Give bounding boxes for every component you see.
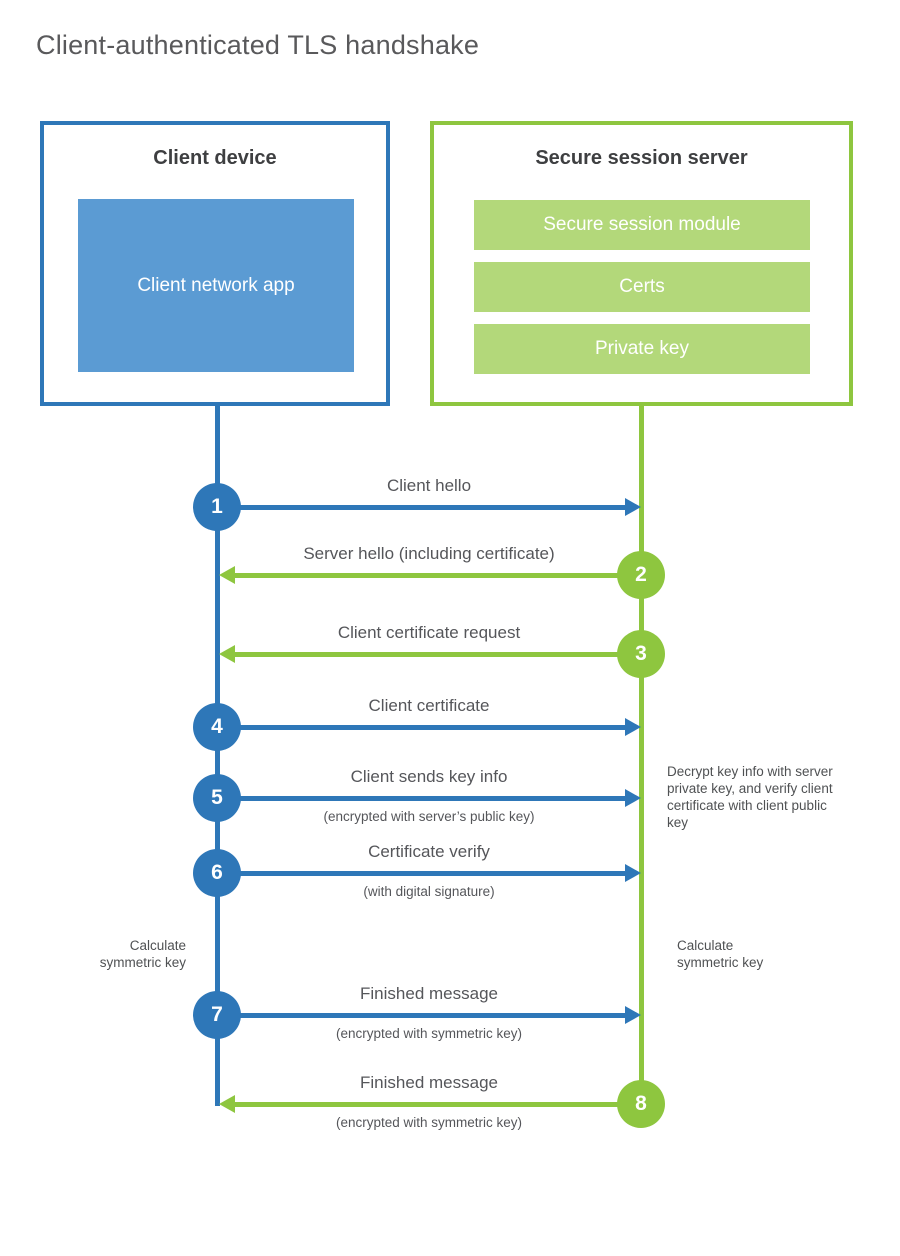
client-device-box: Client device Client network app xyxy=(40,121,390,406)
step-6-arrow xyxy=(240,871,625,876)
step-1-number-badge: 1 xyxy=(193,483,241,531)
step-8-sublabel: (encrypted with symmetric key) xyxy=(335,1115,523,1130)
step-8-label: Finished message xyxy=(360,1073,498,1092)
arrow-right-icon xyxy=(625,1006,641,1024)
step-6-label: Certificate verify xyxy=(368,842,490,861)
decrypt-key-note: Decrypt key info with server private key… xyxy=(667,764,833,830)
arrow-left-icon xyxy=(219,645,235,663)
step-5-sublabel: (encrypted with server’s public key) xyxy=(323,809,535,824)
step-3-number-badge: 3 xyxy=(617,630,665,678)
step-5-arrow xyxy=(240,796,625,801)
step-5-number-badge: 5 xyxy=(193,774,241,822)
arrow-right-icon xyxy=(625,864,641,882)
arrow-left-icon xyxy=(219,1095,235,1113)
arrow-right-icon xyxy=(625,718,641,736)
step-7-label: Finished message xyxy=(360,984,498,1003)
step-8-arrow xyxy=(235,1102,618,1107)
certs-box: Certs xyxy=(474,262,810,312)
client-device-title: Client device xyxy=(153,147,277,169)
client-network-app-box: Client network app xyxy=(78,199,354,372)
step-8-number-badge: 8 xyxy=(617,1080,665,1128)
step-3-arrow xyxy=(235,652,618,657)
step-3-label: Client certificate request xyxy=(337,623,521,642)
step-4-number-badge: 4 xyxy=(193,703,241,751)
step-2-arrow xyxy=(235,573,618,578)
step-4-label: Client certificate xyxy=(368,696,490,715)
calculate-symmetric-key-note-server: Calculate symmetric key xyxy=(677,938,764,970)
step-2-label: Server hello (including certificate) xyxy=(303,544,555,563)
step-7-arrow xyxy=(240,1013,625,1018)
step-7-sublabel: (encrypted with symmetric key) xyxy=(335,1026,523,1041)
secure-session-module-box: Secure session module xyxy=(474,200,810,250)
step-4-arrow xyxy=(240,725,625,730)
step-6-sublabel: (with digital signature) xyxy=(363,884,495,899)
calculate-symmetric-key-note-client: Calculate symmetric key xyxy=(99,938,186,970)
arrow-left-icon xyxy=(219,566,235,584)
client-lifeline xyxy=(215,406,220,1106)
step-6-number-badge: 6 xyxy=(193,849,241,897)
step-1-arrow xyxy=(240,505,625,510)
private-key-box: Private key xyxy=(474,324,810,374)
arrow-right-icon xyxy=(625,789,641,807)
step-5-label: Client sends key info xyxy=(350,767,508,786)
step-7-number-badge: 7 xyxy=(193,991,241,1039)
page-title: Client-authenticated TLS handshake xyxy=(36,30,480,60)
secure-session-server-box: Secure session server Secure session mod… xyxy=(430,121,853,406)
server-lifeline xyxy=(639,406,644,1106)
arrow-right-icon xyxy=(625,498,641,516)
step-1-label: Client hello xyxy=(386,476,472,495)
step-2-number-badge: 2 xyxy=(617,551,665,599)
secure-session-server-title: Secure session server xyxy=(535,147,748,169)
